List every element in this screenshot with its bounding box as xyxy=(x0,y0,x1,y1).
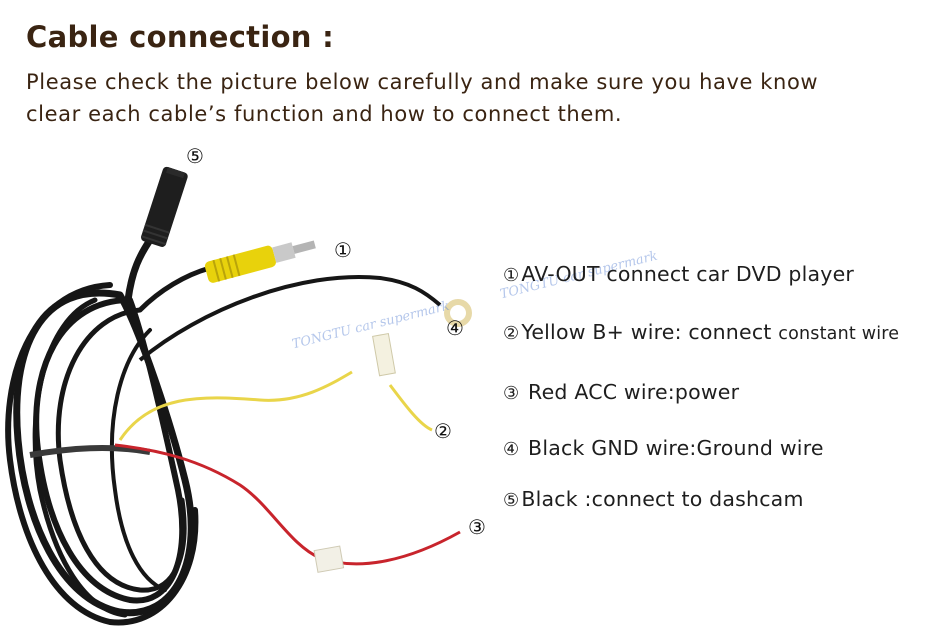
intro-text: Please check the picture below carefully… xyxy=(26,66,926,130)
dashcam-connector xyxy=(140,166,188,247)
legend-num-2: ② xyxy=(503,323,520,344)
ground-wire xyxy=(138,275,442,362)
av-out-wire xyxy=(138,265,211,312)
legend-num-1: ① xyxy=(503,265,520,286)
marker-1: ① xyxy=(334,238,352,262)
intro-line-2: clear each cable’s function and how to c… xyxy=(26,102,623,126)
marker-5: ⑤ xyxy=(186,144,204,168)
legend-item-1: ①AV-OUT connect car DVD player xyxy=(503,262,854,286)
legend-text-1: AV-OUT connect car DVD player xyxy=(521,262,855,286)
red-wire xyxy=(114,443,461,566)
cable-coil xyxy=(5,282,199,626)
legend-item-2: ②Yellow B+ wire: connect constant wire xyxy=(503,320,899,344)
legend-text-4: Black GND wire:Ground wire xyxy=(521,436,824,460)
legend-item-3: ③ Red ACC wire:power xyxy=(503,380,739,404)
ground-ring xyxy=(444,299,472,327)
legend-text-3: Red ACC wire:power xyxy=(521,380,740,404)
rca-plug xyxy=(204,240,316,283)
legend-num-4: ④ xyxy=(503,439,520,460)
dashcam-cable xyxy=(124,238,153,301)
legend-small-2: constant wire xyxy=(778,324,900,344)
marker-2: ② xyxy=(434,419,452,443)
legend-item-5: ⑤Black :connect to dashcam xyxy=(503,487,804,511)
legend-num-5: ⑤ xyxy=(503,490,520,511)
intro-line-1: Please check the picture below carefully… xyxy=(26,70,819,94)
marker-3: ③ xyxy=(468,515,486,539)
marker-4: ④ xyxy=(446,316,464,340)
legend-text-2: Yellow B+ wire: connect xyxy=(521,320,779,344)
legend-text-5: Black :connect to dashcam xyxy=(521,487,804,511)
cable-tie xyxy=(29,445,151,458)
legend-num-3: ③ xyxy=(503,383,520,404)
yellow-wire xyxy=(118,370,353,441)
page-title: Cable connection : xyxy=(26,20,335,54)
legend-item-4: ④ Black GND wire:Ground wire xyxy=(503,436,824,460)
